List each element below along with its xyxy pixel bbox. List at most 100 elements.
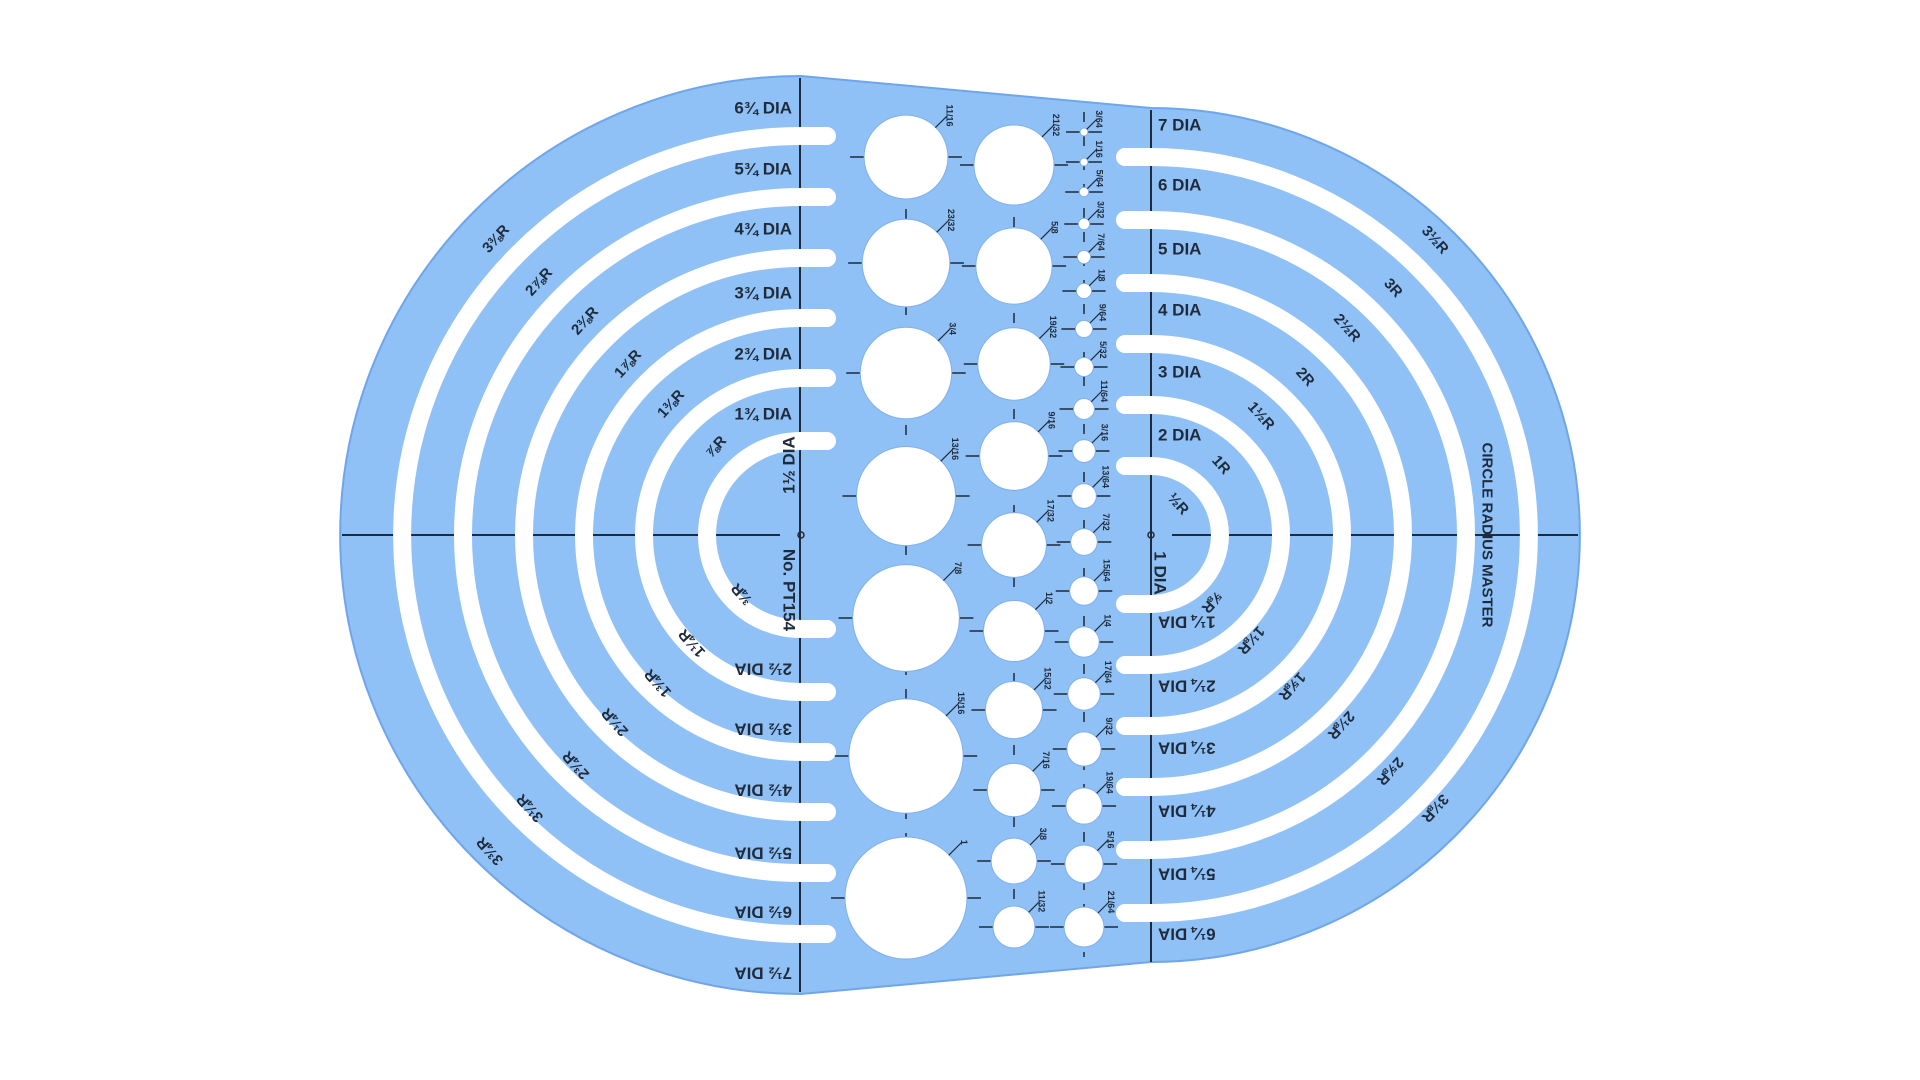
circle-hole[interactable]	[848, 698, 964, 814]
left-arc-slot[interactable]	[635, 369, 836, 701]
left-arc-slot[interactable]	[515, 249, 836, 821]
hole-label-leader	[1038, 326, 1052, 340]
circle-hole[interactable]	[973, 124, 1055, 206]
hole-label-leader	[1032, 759, 1045, 772]
dia-label: 6½ DIA	[734, 903, 792, 922]
circle-hole[interactable]	[1079, 127, 1089, 137]
right-arc-slot[interactable]	[1116, 335, 1351, 735]
circle-hole[interactable]	[863, 114, 949, 200]
right-arc-slot[interactable]	[1116, 211, 1475, 859]
product-name: CIRCLE RADIUS MASTER	[1479, 442, 1496, 627]
dia-label: 1¼ DIA	[1158, 613, 1216, 632]
hole-label-leader	[1086, 148, 1098, 160]
hole-size-label: 5/64	[1095, 170, 1105, 188]
dia-label: 5¼ DIA	[1158, 865, 1216, 884]
hole-size-label: 13/64	[1100, 465, 1110, 488]
hole-size-label: 17/64	[1103, 661, 1113, 684]
circle-hole[interactable]	[1076, 249, 1092, 265]
circle-hole[interactable]	[1064, 844, 1104, 884]
hole-size-label: 3/64	[1094, 110, 1104, 128]
circle-hole[interactable]	[977, 327, 1051, 401]
hole-size-label: 19/32	[1048, 316, 1058, 339]
hole-size-label: 3/32	[1095, 201, 1105, 219]
right-center-mark	[1147, 531, 1155, 539]
circle-hole[interactable]	[1069, 576, 1099, 606]
hole-size-label: 5/8	[1050, 221, 1060, 234]
circle-holes	[831, 112, 1119, 960]
hole-size-label: 9/64	[1097, 304, 1107, 322]
circle-hole[interactable]	[990, 837, 1038, 885]
right-arc-slot[interactable]	[1116, 457, 1229, 613]
right-arc-slot[interactable]	[1116, 396, 1290, 674]
circle-hole[interactable]	[1071, 483, 1097, 509]
circle-hole[interactable]	[1078, 186, 1090, 198]
circle-hole[interactable]	[1073, 356, 1095, 378]
dia-label: 1¾ DIA	[734, 405, 792, 424]
dia-label: 4½ DIA	[734, 781, 792, 800]
circle-hole[interactable]	[1066, 731, 1102, 767]
right-arc-slot[interactable]	[1116, 274, 1412, 796]
hole-label-leader	[1041, 124, 1055, 138]
circle-hole[interactable]	[861, 218, 951, 308]
circle-hole[interactable]	[1077, 217, 1091, 231]
circle-hole[interactable]	[1079, 157, 1089, 167]
circle-hole[interactable]	[1063, 906, 1105, 948]
dia-label: 6 DIA	[1158, 176, 1201, 195]
dia-label: 6¾ DIA	[734, 99, 792, 118]
circle-hole[interactable]	[992, 905, 1036, 949]
circle-hole[interactable]	[852, 564, 960, 672]
hole-label-leader	[1094, 671, 1107, 684]
hole-label-leader	[1089, 312, 1101, 324]
circle-hole[interactable]	[981, 512, 1047, 578]
hole-size-label: 1/4	[1102, 614, 1112, 627]
hole-size-label: 11/32	[1037, 890, 1047, 912]
model-number: No. PT154	[780, 549, 799, 632]
hole-label-leader	[1087, 209, 1099, 221]
circle-hole[interactable]	[1075, 282, 1093, 300]
dia-label: 4¾ DIA	[734, 220, 792, 239]
left-arc-slot[interactable]	[575, 309, 836, 761]
circle-hole[interactable]	[983, 600, 1045, 662]
circle-hole[interactable]	[1073, 398, 1095, 420]
hole-label-leader	[945, 702, 960, 717]
circle-hole[interactable]	[1065, 787, 1103, 825]
hole-size-label: 19/64	[1105, 771, 1115, 794]
circle-hole[interactable]	[975, 227, 1053, 305]
circle-hole[interactable]	[844, 836, 968, 960]
circle-hole[interactable]	[1067, 677, 1101, 711]
hole-size-label: 7/16	[1041, 751, 1051, 769]
circle-hole[interactable]	[1074, 319, 1094, 339]
circle-hole[interactable]	[1070, 528, 1098, 556]
hole-label-leader	[1093, 569, 1106, 582]
hole-label-leader	[1086, 118, 1098, 130]
hole-size-label: 15/16	[956, 692, 966, 715]
left-arc-slot[interactable]	[698, 432, 836, 638]
hole-label-leader	[1034, 597, 1048, 611]
circle-hole[interactable]	[1072, 439, 1096, 463]
circle-hole[interactable]	[986, 762, 1042, 818]
hole-label-leader	[1096, 781, 1109, 794]
circle-hole[interactable]	[859, 326, 953, 420]
hole-size-label: 3/8	[1038, 828, 1048, 841]
circle-hole[interactable]	[984, 680, 1044, 740]
dia-label: 2¼ DIA	[1158, 677, 1216, 696]
dia-label: 3 DIA	[1158, 363, 1201, 382]
left-arc-slot[interactable]	[454, 188, 836, 882]
hole-label-leader	[934, 115, 948, 129]
circle-hole[interactable]	[855, 445, 957, 547]
hole-label-leader	[1094, 620, 1106, 632]
circle-hole[interactable]	[979, 421, 1049, 491]
hole-size-label: 11/64	[1099, 380, 1109, 402]
hole-label-leader	[1088, 241, 1100, 253]
dia-label: 5¾ DIA	[734, 160, 792, 179]
circle-hole[interactable]	[1068, 626, 1100, 658]
hole-size-label: 3/4	[947, 322, 957, 335]
hole-size-label: 7/64	[1096, 233, 1106, 251]
right-arc-slot[interactable]	[1116, 148, 1538, 922]
hole-label-leader	[1092, 476, 1104, 488]
hole-label-leader	[940, 448, 954, 462]
hole-size-label: 21/32	[1051, 114, 1061, 137]
left-arc-slot[interactable]	[393, 127, 836, 943]
dia-label: 3¾ DIA	[734, 284, 792, 303]
